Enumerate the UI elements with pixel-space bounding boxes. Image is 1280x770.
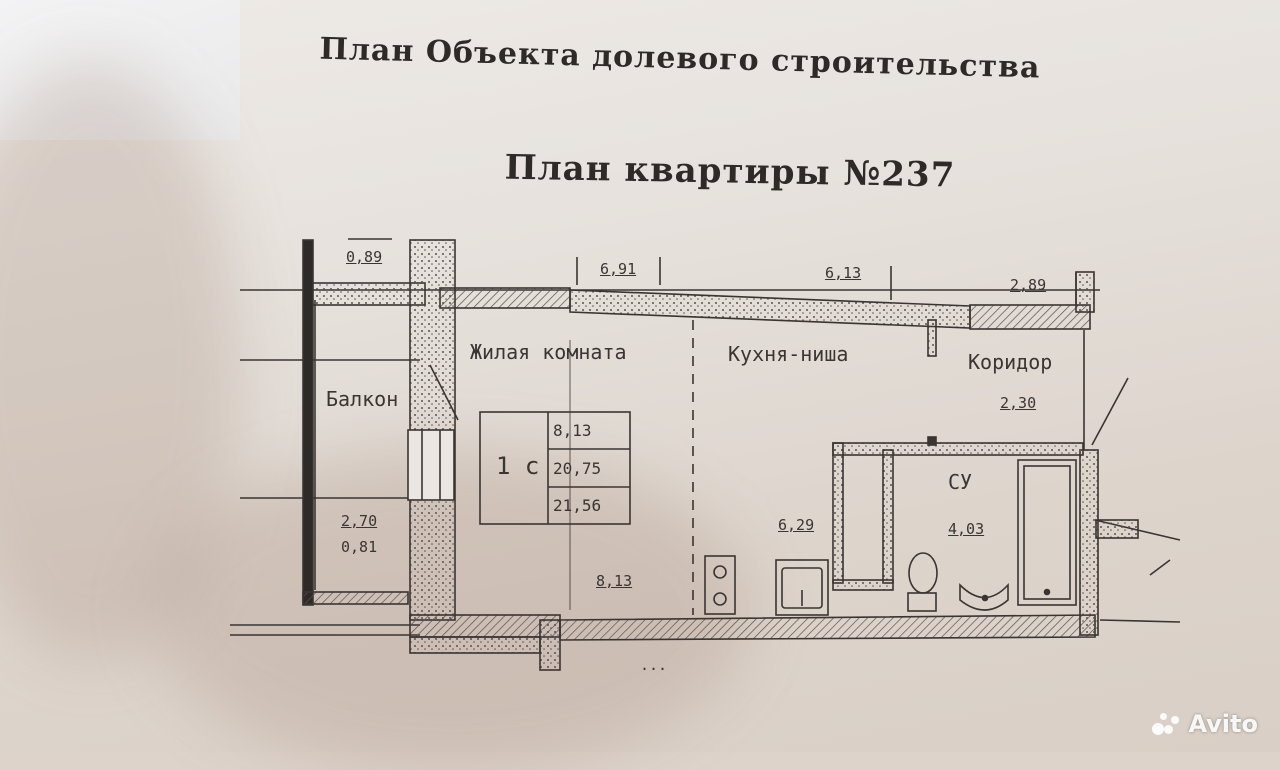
- floor-plan: [230, 238, 1181, 671]
- area-living: 8,13: [596, 572, 633, 590]
- dimension-bottom: ...: [640, 656, 668, 674]
- balcony-dimension-b: 0,81: [341, 538, 378, 556]
- avito-logo-icon: [1152, 711, 1182, 737]
- avito-watermark: Avito: [1152, 710, 1258, 738]
- balcony-dimension-a: 2,70: [341, 512, 378, 530]
- room-label-bath: СУ: [948, 470, 973, 494]
- room-label-corridor: Коридор: [968, 350, 1053, 374]
- area-corridor: 2,30: [1000, 394, 1037, 412]
- dimension-top-1: 6,91: [600, 260, 637, 278]
- apartment-table-row-2: 20,75: [553, 459, 602, 478]
- dimension-top-3: 2,89: [1010, 276, 1047, 294]
- room-label-kitchen: Кухня-ниша: [728, 342, 849, 366]
- apartment-type: 1 с: [496, 452, 540, 480]
- background-sheet: [0, 0, 240, 140]
- dimension-top-2: 6,13: [825, 264, 862, 282]
- apartment-table-row-1: 8,13: [553, 421, 592, 440]
- watermark-text: Avito: [1188, 710, 1258, 738]
- room-label-balcony: Балкон: [326, 387, 399, 411]
- hand-shadow: [0, 60, 240, 660]
- dimension-top-left: 0,89: [346, 248, 383, 266]
- area-kitchen: 6,29: [778, 516, 815, 534]
- room-label-living: Жилая комната: [470, 340, 627, 364]
- area-bath: 4,03: [948, 520, 985, 538]
- apartment-table-row-3: 21,56: [553, 496, 602, 515]
